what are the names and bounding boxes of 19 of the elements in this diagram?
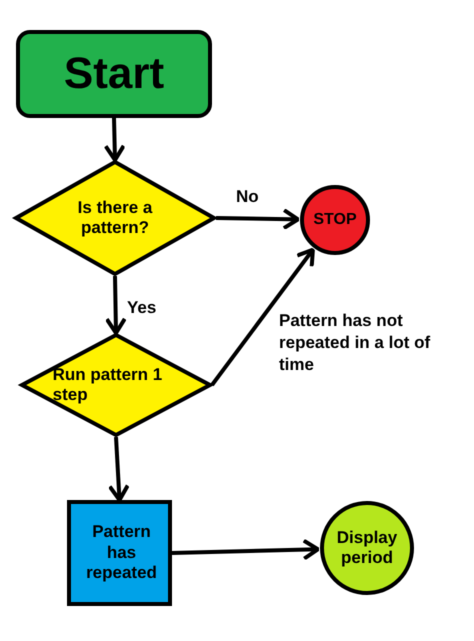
- node-label: Display period: [336, 528, 398, 568]
- arrow: [104, 276, 127, 335]
- node-label: STOP: [313, 210, 357, 230]
- arrow: [172, 538, 320, 561]
- start-box: [16, 30, 212, 118]
- decision-diamond: [14, 160, 216, 276]
- process-diamond: [20, 333, 212, 437]
- node-label: Is there a pattern?: [76, 198, 154, 238]
- arrow: [216, 208, 300, 230]
- process-box: [67, 500, 172, 606]
- edge-label: Pattern has not repeated in a lot of time: [279, 310, 432, 376]
- arrow: [108, 436, 130, 502]
- node-label: Run pattern 1 step: [52, 364, 164, 406]
- edge-label: Yes: [127, 297, 158, 319]
- node-label: Start: [64, 48, 164, 100]
- edge-label: No: [236, 186, 260, 208]
- node-label: Pattern has repeated: [85, 522, 158, 584]
- arrow: [210, 248, 315, 386]
- arrow: [104, 118, 126, 162]
